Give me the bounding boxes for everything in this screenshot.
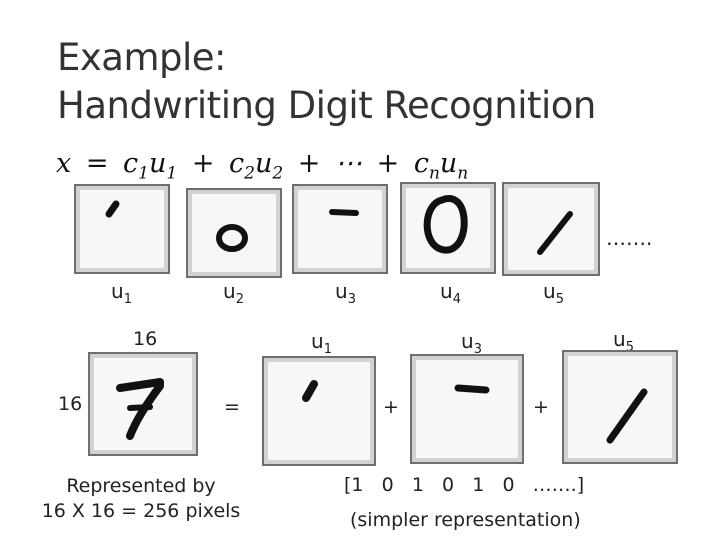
basis-label-u5: u5: [543, 279, 564, 307]
eq-coef-n: c: [413, 148, 429, 179]
basis-image-u1: [74, 184, 170, 274]
plus-sign-2: +: [533, 396, 549, 418]
eq-coef-2: c: [229, 148, 245, 179]
basis-label-u4-sub: 4: [452, 292, 461, 307]
slash-u5-graphic: [537, 211, 573, 255]
basis-label-u3-base: u: [335, 279, 348, 303]
basis-label-u5-sub: 5: [555, 292, 564, 307]
basis-label-u1-base: u: [111, 279, 124, 303]
component-label-u5: u5: [613, 327, 634, 355]
basis-image-u3: [292, 184, 388, 274]
basis-more-ellipsis: …….: [606, 226, 653, 250]
component-label-u1-base: u: [311, 329, 324, 353]
title-line-2: Handwriting Digit Recognition: [57, 84, 596, 127]
eq-plus-3: +: [376, 148, 400, 179]
component-label-u5-base: u: [613, 327, 626, 351]
eq-vec-2-sub: 2: [272, 163, 284, 184]
eq-plus-2: +: [297, 148, 321, 179]
component-label-u1: u1: [311, 329, 332, 357]
pixel-caption: Represented by 16 X 16 = 256 pixels: [30, 474, 252, 524]
basis-label-u1: u1: [111, 279, 132, 307]
width-label: 16: [133, 328, 158, 350]
basis-label-u2-sub: 2: [235, 292, 244, 307]
eq-vec-1: u: [149, 148, 167, 179]
component-u5-graphic: [606, 388, 648, 444]
pixel-caption-line-2: 16 X 16 = 256 pixels: [41, 500, 241, 522]
height-label: 16: [58, 393, 83, 415]
eq-ellipsis: ⋯: [335, 148, 363, 179]
equals-sign: =: [224, 396, 240, 418]
basis-equation: x = c1u1 + c2u2 + ⋯ + cnun: [56, 148, 468, 183]
eq-plus-1: +: [191, 148, 215, 179]
component-label-u1-sub: 1: [323, 342, 332, 357]
eq-lhs: x: [56, 148, 72, 179]
basis-label-u3: u3: [335, 279, 356, 307]
eq-coef-n-sub: n: [428, 163, 440, 184]
component-label-u3-sub: 3: [473, 342, 482, 357]
basis-label-u5-base: u: [543, 279, 556, 303]
seven-graphic: [116, 378, 164, 440]
eq-coef-1: c: [123, 148, 139, 179]
slide-title: Example: Handwriting Digit Recognition: [57, 34, 596, 130]
coefficient-vector: [1 0 1 0 1 0 …….]: [344, 474, 585, 496]
eq-coef-1-sub: 1: [138, 163, 149, 184]
basis-label-u2-base: u: [223, 279, 236, 303]
component-image-u5: [562, 350, 678, 464]
component-label-u3: u3: [461, 329, 482, 357]
ring-u2-graphic: [216, 224, 248, 252]
component-label-u5-sub: 5: [625, 340, 634, 355]
title-line-1: Example:: [57, 36, 226, 79]
basis-label-u4: u4: [440, 279, 461, 307]
zero-u4-graphic: [423, 195, 468, 254]
eq-equals: =: [85, 148, 109, 179]
vector-note: (simpler representation): [350, 509, 581, 531]
basis-label-u2: u2: [223, 279, 244, 307]
component-u3-graphic: [454, 384, 490, 394]
component-u1-graphic: [302, 380, 318, 402]
basis-image-u4: [400, 182, 496, 274]
eq-vec-1-sub: 1: [166, 163, 178, 184]
component-image-u1: [262, 356, 376, 466]
basis-label-u3-sub: 3: [347, 292, 356, 307]
component-image-u3: [410, 354, 524, 464]
eq-coef-2-sub: 2: [244, 163, 255, 184]
plus-sign-1: +: [383, 396, 399, 418]
basis-image-u2: [186, 188, 282, 278]
dash-u3-graphic: [329, 209, 359, 216]
stroke-u1-graphic: [105, 200, 120, 218]
basis-image-u5: [502, 182, 600, 276]
digit-seven-image: [88, 352, 198, 456]
basis-label-u4-base: u: [440, 279, 453, 303]
component-label-u3-base: u: [461, 329, 474, 353]
eq-vec-n-sub: n: [457, 163, 469, 184]
eq-vec-2: u: [254, 148, 273, 179]
pixel-caption-line-1: Represented by: [66, 475, 216, 497]
eq-vec-n: u: [439, 148, 458, 179]
basis-label-u1-sub: 1: [123, 292, 132, 307]
